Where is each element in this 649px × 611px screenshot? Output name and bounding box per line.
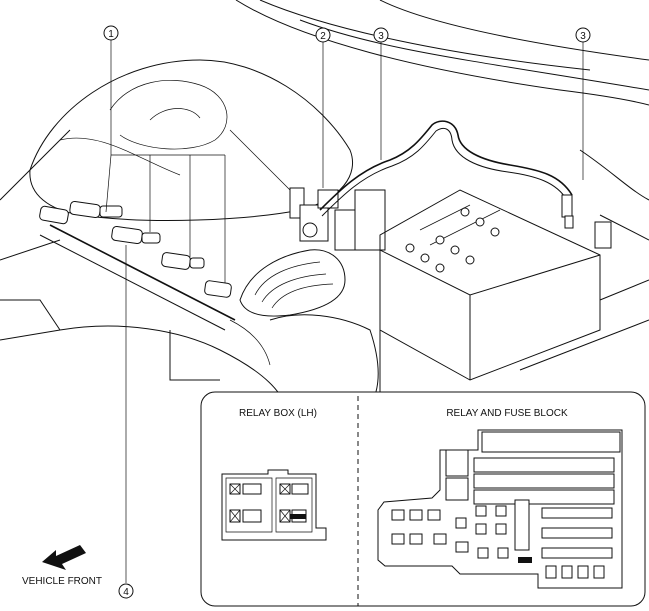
battery	[379, 189, 612, 381]
callout-4: 4	[118, 583, 134, 599]
relay-fuse-block-title: RELAY AND FUSE BLOCK	[446, 408, 568, 419]
vehicle-front-indicator: VEHICLE FRONT	[22, 545, 102, 587]
svg-text:2: 2	[320, 31, 326, 42]
relay-box-lh	[221, 469, 327, 541]
callout-3-left: 3	[373, 27, 389, 43]
fuel-injectors	[39, 200, 232, 298]
sensor-cluster	[289, 187, 386, 251]
vehicle-front-arrow-icon	[42, 545, 86, 570]
callout-2: 2	[315, 27, 331, 43]
callout-1: 1	[103, 25, 119, 41]
inset-panel: RELAY BOX (LH) RELAY AND FUSE BLOCK	[200, 391, 646, 607]
engine-bay-illustration	[0, 0, 649, 396]
relay-box-title: RELAY BOX (LH)	[239, 408, 317, 419]
svg-text:3: 3	[580, 31, 586, 42]
svg-text:3: 3	[378, 31, 384, 42]
svg-text:4: 4	[123, 587, 129, 598]
relay-fuse-block	[377, 429, 623, 589]
callout-3-right: 3	[575, 27, 591, 43]
svg-text:1: 1	[108, 29, 114, 40]
vehicle-front-label: VEHICLE FRONT	[22, 576, 102, 587]
